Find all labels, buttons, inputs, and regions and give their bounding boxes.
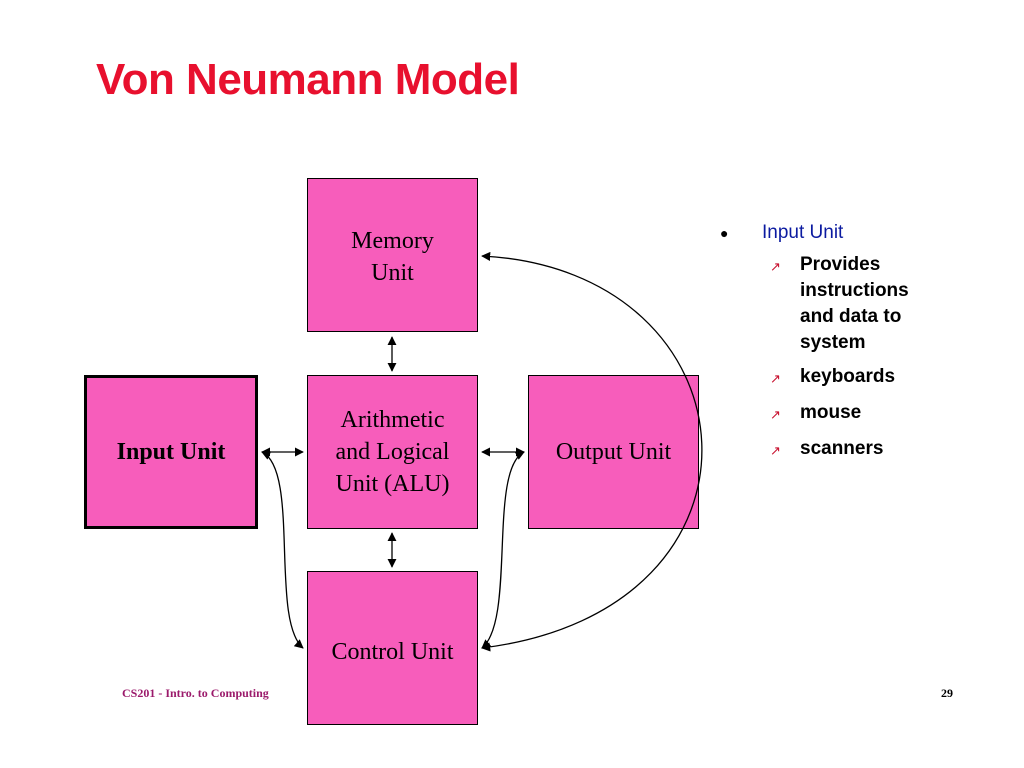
slide-title: Von Neumann Model xyxy=(96,55,520,104)
bullet-heading-row: ● Input Unit xyxy=(714,222,974,244)
bullet-heading: Input Unit xyxy=(762,222,844,243)
alu-label-line2: and Logical xyxy=(335,439,450,465)
output-control-curve xyxy=(481,451,525,649)
sub-bullet-text: keyboards xyxy=(800,366,896,387)
memory-unit-label-line2: Unit xyxy=(371,260,414,286)
alu-label-line1: Arithmetic xyxy=(340,407,445,433)
sub-bullet: ↗ scanners xyxy=(770,436,974,464)
output-unit-label: Output Unit xyxy=(555,439,672,465)
sub-bullet-text: Provides instructions and data to system xyxy=(800,254,909,353)
diagonal-arrow-icon: ↗ xyxy=(770,259,781,274)
page-number: 29 xyxy=(941,686,953,700)
alu-box: Arithmetic and Logical Unit (ALU) xyxy=(307,375,478,529)
diagonal-arrow-icon: ↗ xyxy=(770,443,781,458)
memory-unit-label-line1: Memory xyxy=(351,228,434,254)
input-control-curve xyxy=(261,451,304,649)
bullet-list: ● Input Unit ↗ Provides instructions and… xyxy=(714,222,974,464)
alu-label-line3: Unit (ALU) xyxy=(335,471,450,497)
diagonal-arrow-icon: ↗ xyxy=(770,407,781,422)
sub-bullet-text: mouse xyxy=(800,402,862,423)
footer-course: CS201 - Intro. to Computing xyxy=(122,686,269,700)
sub-bullet: ↗ mouse xyxy=(770,400,974,428)
control-unit-box: Control Unit xyxy=(307,571,478,725)
diagonal-arrow-icon: ↗ xyxy=(770,371,781,386)
memory-unit-box: Memory Unit xyxy=(307,178,478,332)
sub-bullet: ↗ Provides instructions and data to syst… xyxy=(770,252,974,356)
output-unit-box: Output Unit xyxy=(528,375,699,529)
control-unit-label: Control Unit xyxy=(331,639,454,665)
bullet-dot-icon: ● xyxy=(720,225,729,241)
input-unit-box: Input Unit xyxy=(84,375,258,529)
input-unit-label: Input Unit xyxy=(116,439,226,465)
sub-bullet: ↗ keyboards xyxy=(770,364,974,392)
sub-bullet-text: scanners xyxy=(800,438,884,459)
